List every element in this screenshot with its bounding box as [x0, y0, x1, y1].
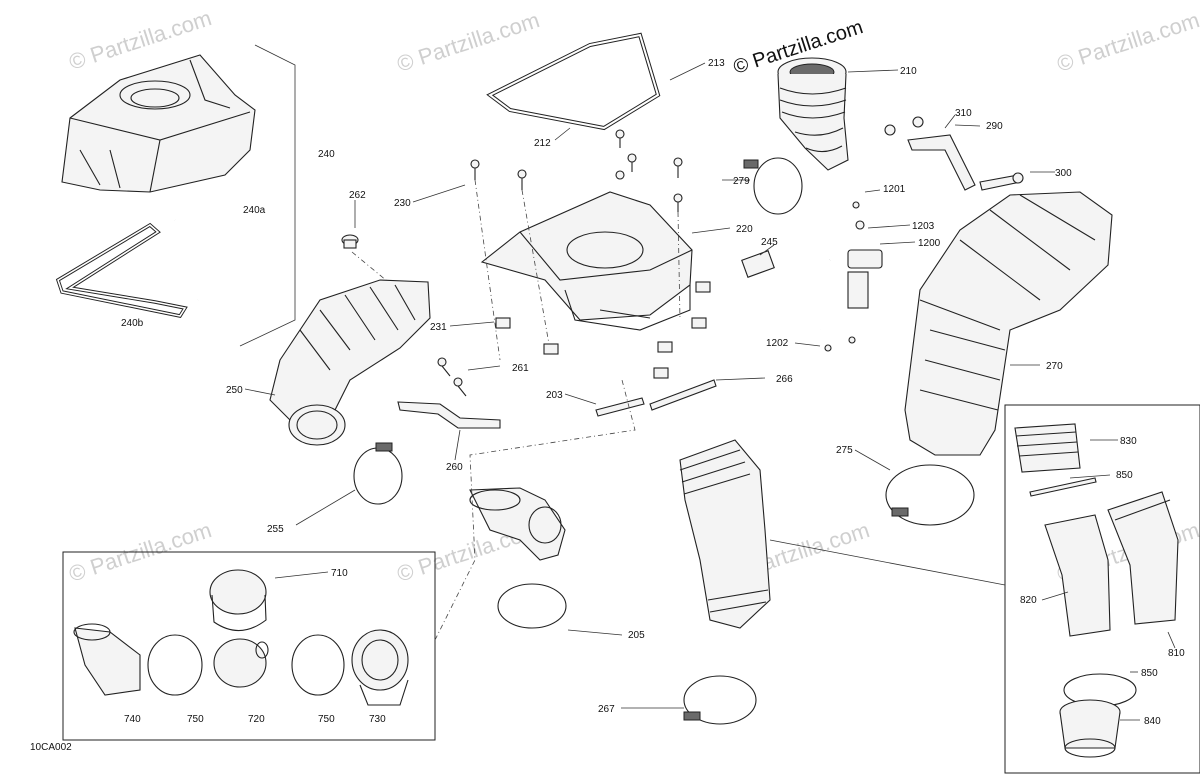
label-270: 270 [1046, 361, 1063, 372]
part-1200-assembly [817, 201, 883, 352]
part-720-sleeve [213, 638, 269, 688]
label-275: 275 [836, 445, 853, 456]
part-275-clamp [885, 464, 975, 526]
part-750-clamp-b [291, 634, 345, 696]
label-840: 840 [1144, 716, 1161, 727]
part-840-adapter [1059, 699, 1121, 758]
label-300: 300 [1055, 168, 1072, 179]
label-850a: 850 [1116, 470, 1133, 481]
label-250: 250 [226, 385, 243, 396]
part-245-sensor [741, 250, 775, 278]
part-730-adapter [351, 629, 409, 706]
label-230: 230 [394, 198, 411, 209]
label-255: 255 [267, 524, 284, 535]
part-250-duct [269, 279, 431, 446]
label-220: 220 [736, 224, 753, 235]
part-255-clamp [353, 442, 403, 505]
label-240: 240 [318, 149, 335, 160]
label-279: 279 [733, 176, 750, 187]
watermark-3: © Partzilla.com [1054, 7, 1200, 77]
label-850b: 850 [1141, 668, 1158, 679]
part-810-duct [1107, 491, 1179, 625]
label-750a: 750 [187, 714, 204, 725]
part-240b-seal [55, 222, 188, 318]
part-850-strap [1029, 477, 1097, 497]
label-730: 730 [369, 714, 386, 725]
part-labels: 210 213 212 240 240a 240b 262 230 279 22… [30, 58, 1185, 753]
figure-code: 10CA002 [30, 742, 72, 753]
label-710: 710 [331, 568, 348, 579]
label-830: 830 [1120, 436, 1137, 447]
label-212: 212 [534, 138, 551, 149]
part-279-clamp [743, 157, 803, 215]
label-266: 266 [776, 374, 793, 385]
part-710-sleeve [209, 569, 267, 632]
label-720: 720 [248, 714, 265, 725]
part-210-intake-boot [777, 57, 849, 171]
part-820-duct [1044, 514, 1111, 637]
label-240a: 240a [243, 205, 266, 216]
label-1200: 1200 [918, 238, 941, 249]
part-290-bracket [884, 116, 1024, 191]
part-220-lid [480, 191, 693, 331]
part-830-bellows [1014, 423, 1081, 473]
label-210: 210 [900, 66, 917, 77]
label-245: 245 [761, 237, 778, 248]
part-262-grommet [341, 234, 359, 249]
watermark-2: © Partzilla.com [394, 7, 543, 77]
label-1202: 1202 [766, 338, 789, 349]
label-267: 267 [598, 704, 615, 715]
part-240a-seal [174, 219, 228, 301]
part-230-screws [470, 129, 683, 212]
label-310: 310 [955, 108, 972, 119]
label-1203: 1203 [912, 221, 935, 232]
label-205: 205 [628, 630, 645, 641]
leader-lines [244, 62, 1176, 721]
label-820: 820 [1020, 595, 1037, 606]
part-center-duct [679, 439, 771, 725]
part-205-adapter [469, 487, 567, 629]
inset-box-left [62, 551, 436, 741]
part-260-bracket [397, 357, 501, 429]
label-213: 213 [708, 58, 725, 69]
part-212-213-seal [486, 32, 661, 131]
part-740-elbow [73, 623, 141, 696]
label-260: 260 [446, 462, 463, 473]
label-810: 810 [1168, 648, 1185, 659]
label-750b: 750 [318, 714, 335, 725]
label-203: 203 [546, 390, 563, 401]
part-231-nuts [495, 281, 711, 379]
label-262: 262 [349, 190, 366, 201]
inset-box-right [1004, 404, 1200, 774]
label-240b: 240b [121, 318, 144, 329]
part-270-duct [904, 191, 1113, 456]
part-240-airbox [61, 54, 256, 193]
label-231: 231 [430, 322, 447, 333]
part-750-clamp-a [147, 634, 203, 696]
part-203-266-straps [595, 379, 717, 417]
label-261: 261 [512, 363, 529, 374]
label-290: 290 [986, 121, 1003, 132]
label-740: 740 [124, 714, 141, 725]
label-1201: 1201 [883, 184, 906, 195]
